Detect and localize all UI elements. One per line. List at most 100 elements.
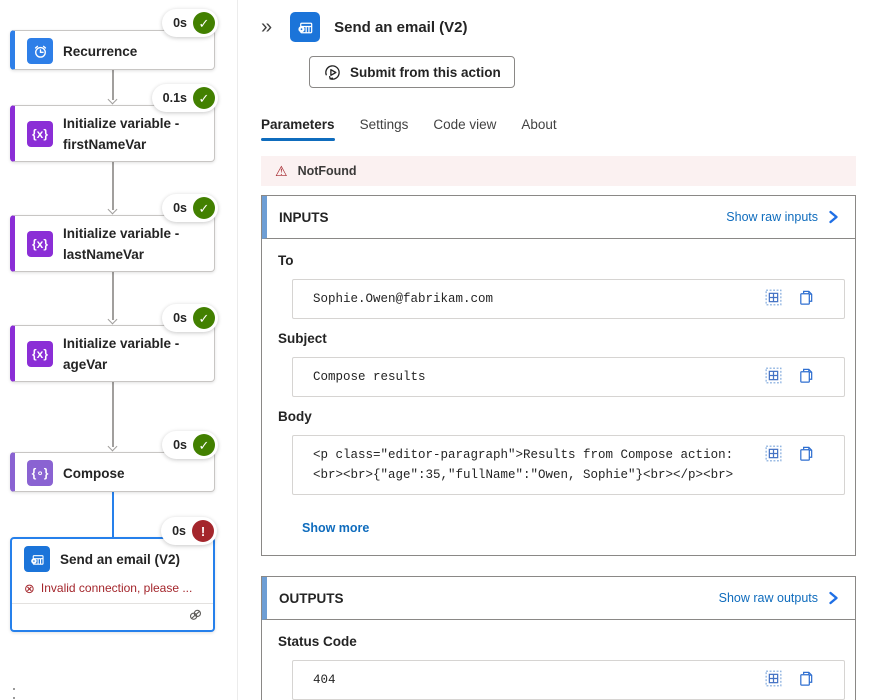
outlook-icon (290, 12, 321, 42)
field-status-code-value: 404 (313, 673, 336, 687)
panel-title: Send an email (V2) (334, 18, 468, 36)
connector-line (112, 162, 114, 210)
table-view-icon[interactable] (765, 367, 782, 384)
success-check-icon: ✓ (193, 87, 215, 109)
arrow-down-icon (107, 204, 118, 215)
node-recurrence[interactable]: 0s ✓ Recurrence (10, 9, 218, 70)
tab-about[interactable]: About (521, 117, 557, 132)
field-body-value: <p class="editor-paragraph">Results from… (313, 448, 734, 482)
arrow-down-icon (107, 94, 118, 105)
success-check-icon: ✓ (193, 12, 215, 34)
panel-header: » Send an email (V2) (261, 12, 856, 42)
tab-settings[interactable]: Settings (359, 117, 409, 132)
inputs-section: INPUTS Show raw inputs To Sophie.Owen@fa… (261, 195, 856, 556)
banner-text: NotFound (297, 164, 357, 178)
outputs-section-header: OUTPUTS Show raw outputs (262, 577, 855, 620)
duration-label: 0.1s (162, 91, 187, 105)
node-initialize-firstnamevar[interactable]: 0.1s ✓ {x} Initialize variable - firstNa… (10, 84, 218, 162)
outputs-body: Status Code 404 (262, 620, 855, 700)
field-status-code: 404 (292, 660, 845, 700)
collapse-panel-icon[interactable]: » (261, 16, 273, 38)
duration-label: 0s (173, 16, 187, 30)
field-label-status-code: Status Code (278, 634, 357, 649)
node-initialize-agevar[interactable]: 0s ✓ {x} Initialize variable - ageVar (10, 304, 218, 382)
show-raw-inputs-link[interactable]: Show raw inputs (726, 209, 841, 225)
field-label-to: To (278, 253, 294, 268)
node-error-message: ⊗ Invalid connection, please ... (24, 580, 193, 596)
variable-icon: {x} (27, 341, 53, 367)
submit-from-action-button[interactable]: Submit from this action (309, 56, 515, 88)
show-more-link[interactable]: Show more (302, 521, 370, 535)
status-badge: 0s ! (161, 517, 217, 545)
table-view-icon[interactable] (765, 289, 782, 306)
node-title: Compose (63, 465, 125, 481)
arrow-down-icon (107, 441, 118, 452)
status-badge: 0s ✓ (162, 431, 218, 459)
copy-icon[interactable] (798, 445, 814, 462)
duration-label: 0s (173, 311, 187, 325)
field-subject: Compose results (292, 357, 845, 397)
node-initialize-lastnamevar[interactable]: 0s ✓ {x} Initialize variable - lastNameV… (10, 194, 218, 272)
status-badge: 0s ✓ (162, 9, 218, 37)
canvas-dot (13, 697, 15, 699)
copy-icon[interactable] (798, 670, 814, 687)
canvas-dot (13, 688, 15, 690)
tab-parameters[interactable]: Parameters (261, 117, 335, 141)
variable-icon: {x} (27, 121, 53, 147)
field-to-value: Sophie.Owen@fabrikam.com (313, 292, 494, 306)
connector-line (112, 70, 114, 100)
tab-bar: Parameters Settings Code view About (261, 117, 856, 141)
recurrence-clock-icon (27, 38, 53, 64)
node-title: Initialize variable - firstNameVar (63, 116, 180, 152)
copy-icon[interactable] (798, 367, 814, 384)
outputs-section: OUTPUTS Show raw outputs Status Code 404 (261, 576, 856, 700)
chevron-right-icon (829, 591, 838, 605)
warning-triangle-icon: ⚠ (275, 163, 288, 179)
node-compose[interactable]: 0s ✓ {∘} Compose (10, 431, 218, 492)
error-banner: ⚠ NotFound (261, 156, 856, 186)
field-label-subject: Subject (278, 331, 327, 346)
field-subject-value: Compose results (313, 370, 426, 384)
table-view-icon[interactable] (765, 445, 782, 462)
variable-icon: {x} (27, 231, 53, 257)
action-details-panel: » Send an email (V2) Submit from this ac… (238, 0, 870, 700)
error-exclaim-icon: ! (192, 520, 214, 542)
workflow-canvas: 0s ✓ Recurrence 0.1s ✓ {x} Initialize va… (0, 0, 238, 700)
status-badge: 0.1s ✓ (151, 84, 218, 112)
outputs-title: OUTPUTS (279, 590, 344, 606)
submit-button-label: Submit from this action (350, 64, 501, 80)
duration-label: 0s (173, 201, 187, 215)
field-label-body: Body (278, 409, 312, 424)
node-footer (12, 603, 213, 625)
duration-label: 0s (172, 524, 186, 538)
status-badge: 0s ✓ (162, 304, 218, 332)
table-view-icon[interactable] (765, 670, 782, 687)
inputs-section-header: INPUTS Show raw inputs (262, 196, 855, 239)
tab-code-view[interactable]: Code view (433, 117, 497, 132)
connector-line (112, 382, 114, 447)
node-title: Initialize variable - ageVar (63, 336, 180, 372)
connection-icon[interactable] (188, 608, 203, 622)
node-title: Send an email (V2) (60, 551, 181, 567)
success-check-icon: ✓ (193, 307, 215, 329)
success-check-icon: ✓ (193, 434, 215, 456)
inputs-title: INPUTS (279, 209, 329, 225)
arrow-down-icon (107, 314, 118, 325)
chevron-right-icon (829, 210, 838, 224)
status-badge: 0s ✓ (162, 194, 218, 222)
node-title: Recurrence (63, 43, 138, 59)
field-body: <p class="editor-paragraph">Results from… (292, 435, 845, 495)
compose-icon: {∘} (27, 460, 53, 486)
success-check-icon: ✓ (193, 197, 215, 219)
connector-line-selected (112, 492, 114, 537)
outlook-icon (24, 546, 50, 572)
copy-icon[interactable] (798, 289, 814, 306)
duration-label: 0s (173, 438, 187, 452)
connector-line (112, 272, 114, 320)
inputs-body: To Sophie.Owen@fabrikam.com (262, 239, 855, 555)
node-send-an-email[interactable]: 0s ! Send an email (V2) ⊗ Invalid connec… (10, 517, 217, 632)
node-title: Initialize variable - lastNameVar (63, 226, 180, 262)
show-raw-outputs-link[interactable]: Show raw outputs (719, 590, 841, 606)
invalid-connection-icon: ⊗ (24, 580, 35, 596)
